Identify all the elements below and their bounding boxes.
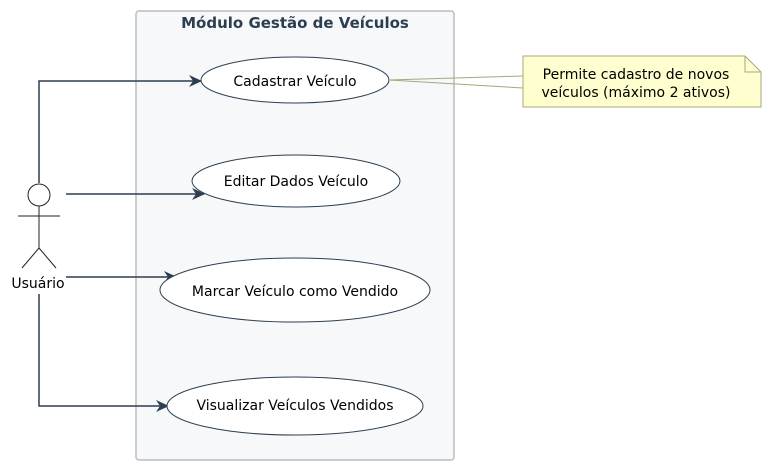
actor-right-leg bbox=[38, 247, 57, 269]
note-fold bbox=[744, 56, 761, 73]
note-connector bbox=[388, 79, 524, 89]
note-connector bbox=[388, 75, 524, 81]
actor-label: Usuário bbox=[11, 276, 64, 292]
note: Permite cadastro de novos veículos (máxi… bbox=[388, 55, 762, 108]
association-cadastrar bbox=[38, 75, 202, 183]
note-box bbox=[522, 55, 762, 108]
use-case-visualizar-veiculos-vendidos[interactable]: Visualizar Veículos Vendidos bbox=[166, 376, 424, 436]
system-boundary: Módulo Gestão de Veículos bbox=[135, 10, 455, 461]
use-case-cadastrar-veiculo[interactable]: Cadastrar Veículo bbox=[200, 56, 390, 104]
use-case-label: Visualizar Veículos Vendidos bbox=[196, 398, 393, 414]
association-visualizar bbox=[38, 294, 169, 412]
use-case-marcar-veiculo-vendido[interactable]: Marcar Veículo como Vendido bbox=[159, 257, 431, 323]
note-line-2: veículos (máximo 2 ativos) bbox=[542, 85, 731, 101]
actor-usuario[interactable]: Usuário bbox=[11, 183, 65, 292]
use-case-editar-dados-veiculo[interactable]: Editar Dados Veículo bbox=[191, 154, 401, 208]
actor-head bbox=[27, 183, 51, 207]
use-case-label: Editar Dados Veículo bbox=[224, 174, 368, 190]
note-line-1: Permite cadastro de novos bbox=[543, 67, 730, 83]
use-case-label: Cadastrar Veículo bbox=[233, 74, 356, 90]
use-case-label: Marcar Veículo como Vendido bbox=[192, 284, 398, 300]
system-title: Módulo Gestão de Veículos bbox=[181, 14, 409, 32]
actor-left-leg bbox=[21, 247, 40, 269]
associations bbox=[38, 75, 205, 412]
